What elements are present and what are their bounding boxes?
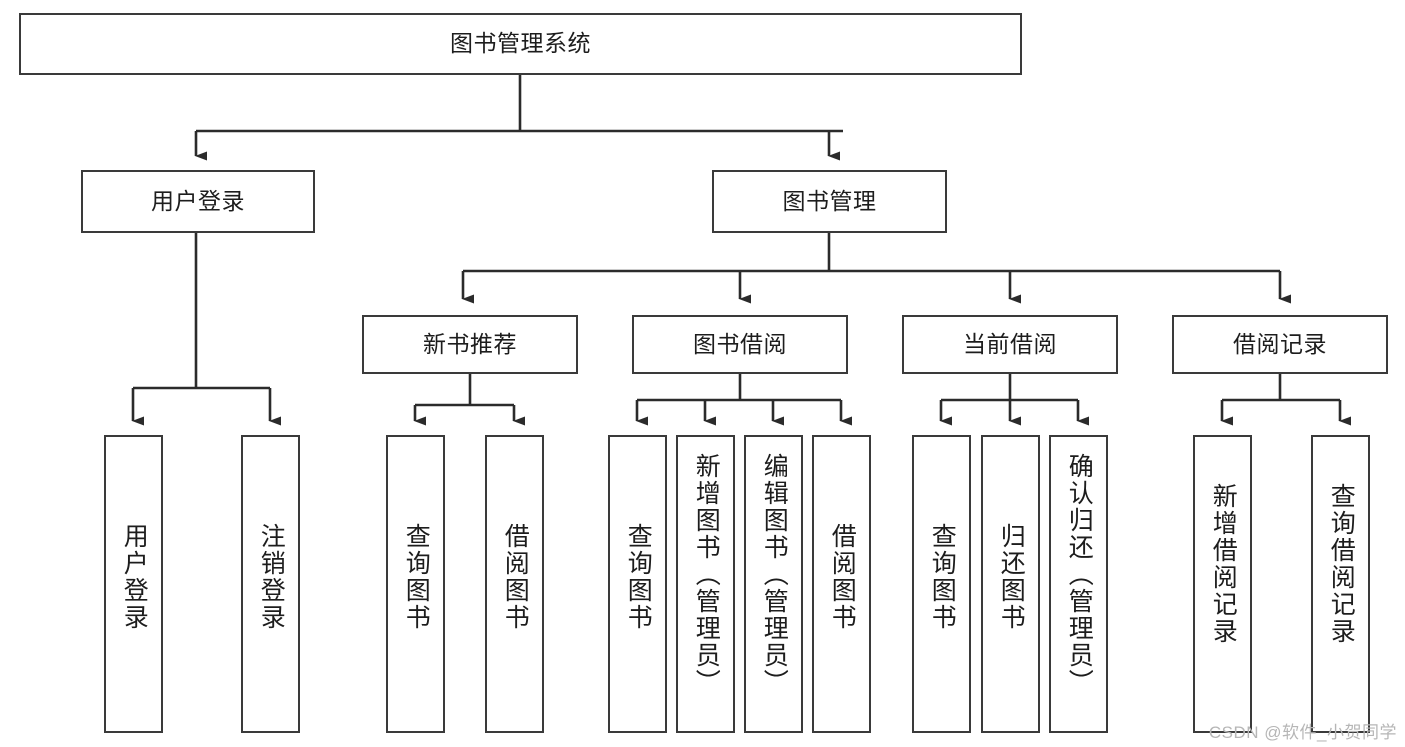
leaf-logout-login[interactable]: 注销登录: [241, 435, 300, 733]
node-book-borrow[interactable]: 图书借阅: [632, 315, 848, 374]
node-label: 归还图书: [997, 523, 1026, 631]
node-label: 用户登录: [120, 523, 149, 631]
node-label: 新增图书（管理员）: [692, 453, 721, 696]
node-label: 查询借阅记录: [1327, 483, 1356, 645]
leaf-query-book-3[interactable]: 查询图书: [912, 435, 971, 733]
node-borrow-record[interactable]: 借阅记录: [1172, 315, 1388, 374]
leaf-borrow-book-2[interactable]: 借阅图书: [812, 435, 871, 733]
node-label: 编辑图书（管理员）: [760, 453, 789, 696]
node-label: 查询图书: [928, 523, 957, 631]
node-label: 图书管理: [782, 187, 877, 214]
leaf-borrow-book-1[interactable]: 借阅图书: [485, 435, 544, 733]
node-label: 新增借阅记录: [1209, 483, 1238, 645]
node-label: 图书管理系统: [450, 30, 591, 57]
leaf-query-book-1[interactable]: 查询图书: [386, 435, 445, 733]
leaf-query-book-2[interactable]: 查询图书: [608, 435, 667, 733]
node-user-login[interactable]: 用户登录: [81, 170, 315, 233]
node-label: 新书推荐: [423, 330, 517, 357]
node-root-system[interactable]: 图书管理系统: [19, 13, 1022, 75]
node-label: 借阅图书: [828, 523, 857, 631]
node-label: 借阅图书: [501, 523, 530, 631]
node-book-manage[interactable]: 图书管理: [712, 170, 947, 233]
leaf-edit-book[interactable]: 编辑图书（管理员）: [744, 435, 803, 733]
node-label: 注销登录: [257, 523, 286, 631]
node-label: 当前借阅: [963, 330, 1057, 357]
node-current-borrow[interactable]: 当前借阅: [902, 315, 1118, 374]
node-label: 用户登录: [151, 187, 245, 214]
node-label: 图书借阅: [693, 330, 787, 357]
node-label: 借阅记录: [1233, 330, 1327, 357]
node-label: 查询图书: [624, 523, 653, 631]
node-label: 确认归还（管理员）: [1065, 453, 1094, 696]
leaf-confirm-return[interactable]: 确认归还（管理员）: [1049, 435, 1108, 733]
leaf-add-book[interactable]: 新增图书（管理员）: [676, 435, 735, 733]
node-new-book-rec[interactable]: 新书推荐: [362, 315, 578, 374]
leaf-user-login[interactable]: 用户登录: [104, 435, 163, 733]
leaf-return-book[interactable]: 归还图书: [981, 435, 1040, 733]
node-label: 查询图书: [402, 523, 431, 631]
leaf-add-record[interactable]: 新增借阅记录: [1193, 435, 1252, 733]
csdn-watermark: CSDN @软件_小贺同学: [1208, 723, 1397, 742]
leaf-query-record[interactable]: 查询借阅记录: [1311, 435, 1370, 733]
